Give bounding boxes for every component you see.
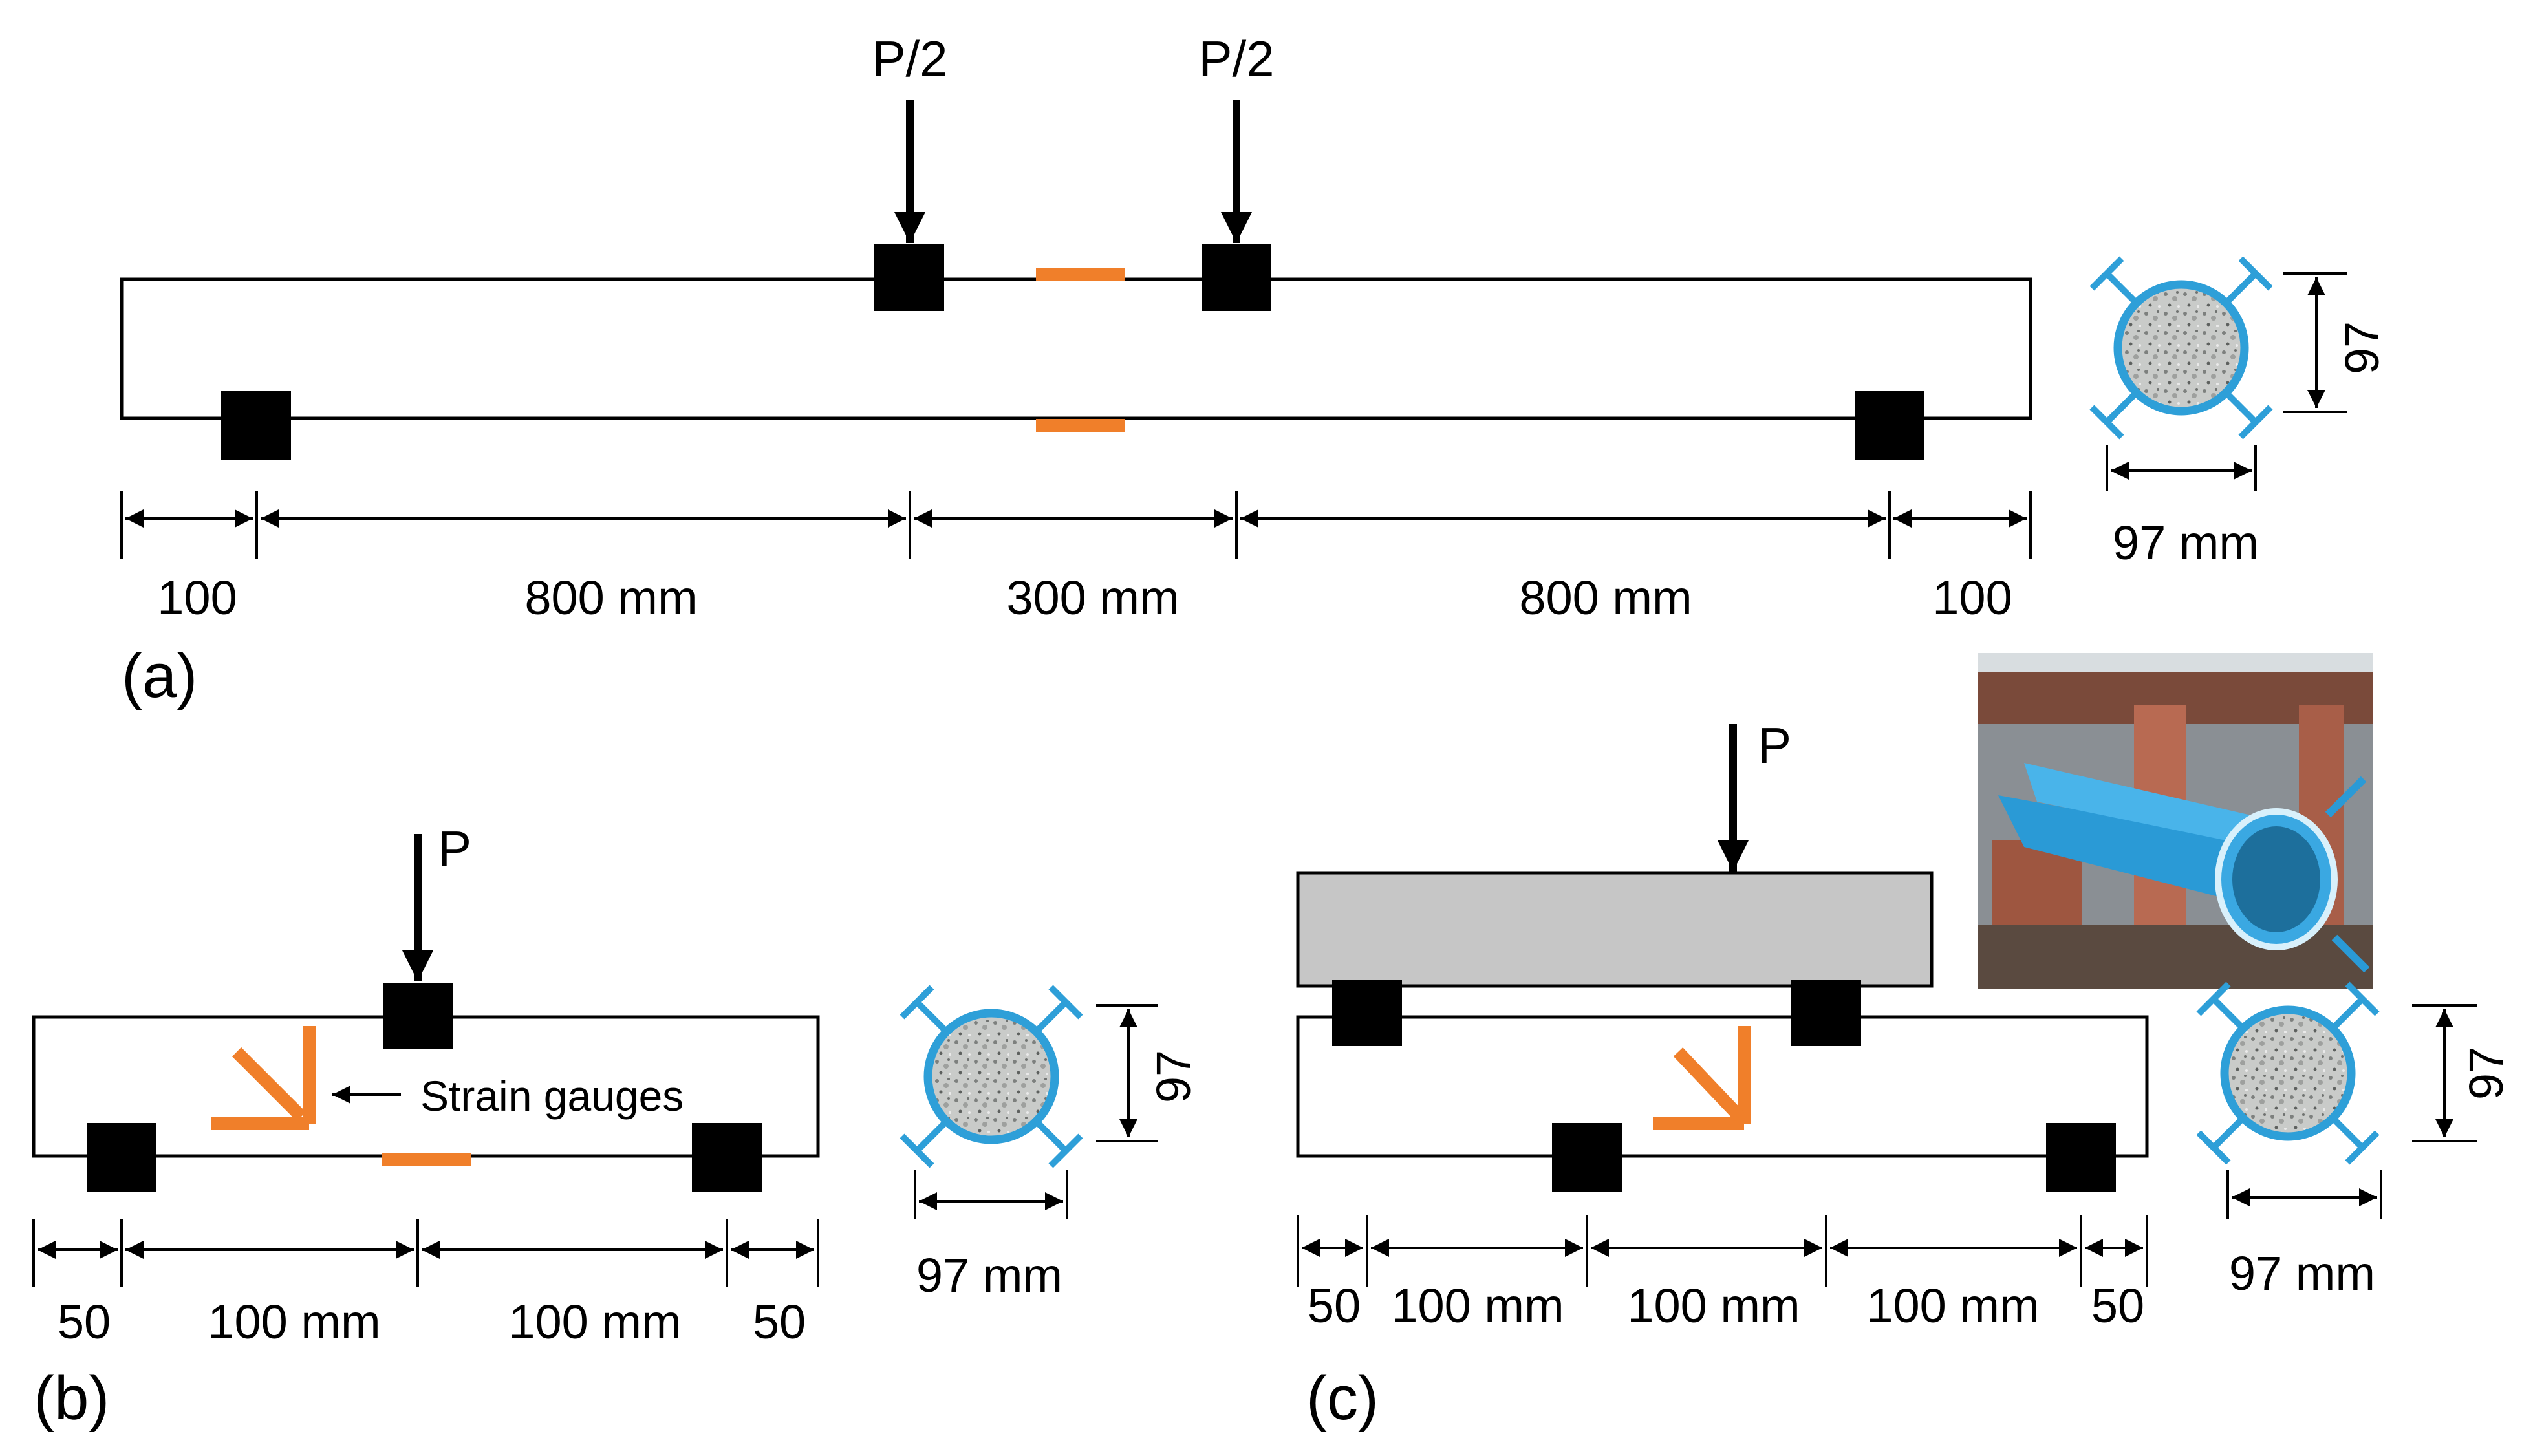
cross-section-a [2089, 256, 2273, 440]
load-plate-c-left [1332, 980, 1402, 1046]
loading-beam-c [1296, 871, 1934, 988]
beam-c [1296, 1015, 2149, 1158]
specimen-photo [1978, 653, 2373, 989]
section-dim-lines-a [2106, 272, 2347, 491]
panel-label-c: (c) [1306, 1364, 1379, 1433]
support-a-left [221, 391, 291, 460]
panel-b: P Strain gauges 50 100 mm 100 mm 50 (b) [32, 820, 1200, 1433]
section-dim-lines-b [914, 1004, 1158, 1219]
dim-c-3: 100 mm [1627, 1279, 1800, 1333]
section-height-a: 97 [2335, 321, 2389, 374]
beam-a [120, 277, 2032, 420]
dim-c-1: 50 [1308, 1279, 1361, 1333]
strain-rosette-b [211, 1026, 316, 1130]
panel-a: P/2 P/2 100 800 mm 300 mm 800 mm 100 (a) [120, 30, 2389, 711]
dimension-line-b [32, 1219, 819, 1287]
support-b-right [692, 1123, 762, 1192]
strain-gauges-label: Strain gauges [420, 1072, 684, 1120]
strain-rosette-c [1653, 1026, 1751, 1130]
dim-b-1: 50 [58, 1295, 111, 1349]
dim-a-4: 800 mm [1519, 571, 1692, 625]
load-label-a-left: P/2 [872, 30, 947, 87]
load-plate-a-left [874, 244, 944, 311]
support-c-left [1552, 1123, 1622, 1192]
section-height-c: 97 [2459, 1047, 2513, 1100]
support-c-right [2046, 1123, 2116, 1192]
dimension-line-a [120, 491, 2032, 559]
load-label-a-right: P/2 [1198, 30, 1274, 87]
dim-b-2: 100 mm [208, 1295, 380, 1349]
dim-c-4: 100 mm [1866, 1279, 2039, 1333]
load-label-c: P [1758, 717, 1791, 774]
dim-a-5: 100 [1932, 571, 2012, 625]
strain-gauge-b-bottom [382, 1153, 471, 1166]
load-plate-c-right [1791, 980, 1861, 1046]
panel-label-b: (b) [34, 1364, 109, 1433]
section-height-b: 97 [1147, 1050, 1200, 1103]
cross-section-b [900, 985, 1083, 1168]
section-width-c: 97 mm [2229, 1247, 2375, 1300]
section-width-a: 97 mm [2113, 516, 2259, 570]
load-plate-b [383, 983, 453, 1049]
section-width-b: 97 mm [916, 1248, 1062, 1302]
section-dim-lines-c [2226, 1004, 2477, 1219]
dim-c-5: 50 [2091, 1279, 2144, 1333]
dim-a-1: 100 [157, 571, 237, 625]
dim-b-4: 50 [753, 1295, 806, 1349]
support-b-left [87, 1123, 156, 1192]
dim-a-2: 800 mm [524, 571, 697, 625]
load-plate-a-right [1202, 244, 1271, 311]
dim-a-3: 300 mm [1006, 571, 1179, 625]
load-label-b: P [438, 820, 471, 877]
dimension-line-c [1297, 1215, 2148, 1287]
panel-label-a: (a) [122, 641, 197, 711]
panel-c: P 50 100 mm 100 mm 100 mm 50 ( [1296, 653, 2513, 1433]
cross-section-c [2196, 981, 2380, 1165]
strain-gauge-a-top [1036, 268, 1125, 281]
support-a-right [1855, 391, 1924, 460]
dim-c-2: 100 mm [1391, 1279, 1564, 1333]
dim-b-3: 100 mm [508, 1295, 681, 1349]
strain-gauge-a-bottom [1036, 419, 1125, 432]
